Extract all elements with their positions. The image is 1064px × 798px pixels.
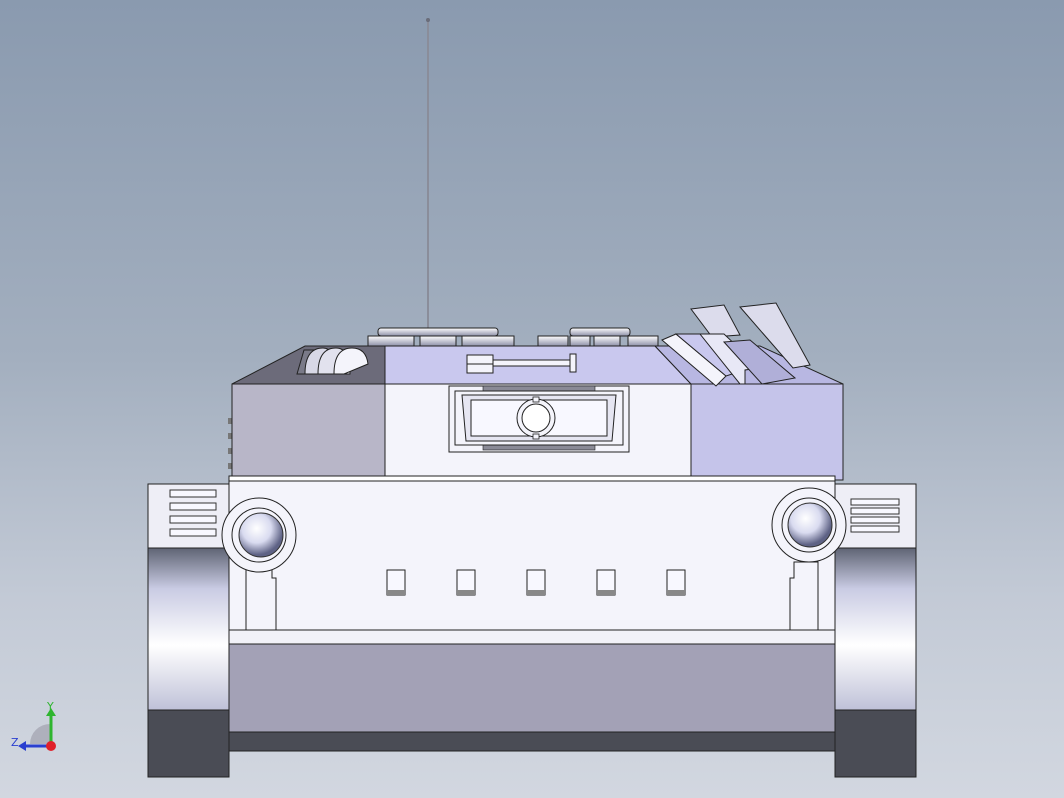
z-axis-label: Z <box>11 736 19 749</box>
y-axis-label: Y <box>46 700 54 713</box>
periscope <box>296 347 369 375</box>
driver-visor <box>448 385 630 453</box>
front-plate <box>228 479 836 631</box>
right-fender <box>834 483 917 549</box>
antenna <box>426 18 430 330</box>
lower-hull <box>228 629 836 752</box>
deck-plates <box>661 302 811 387</box>
left-headlight <box>221 497 297 573</box>
axis-triad: Y Z <box>11 700 56 751</box>
right-headlight <box>771 487 847 563</box>
left-track <box>147 547 230 778</box>
triad-base <box>30 724 50 744</box>
y-axis-head <box>46 708 56 716</box>
roof-handle <box>466 353 577 374</box>
left-fender <box>147 483 230 549</box>
x-axis-origin <box>46 741 56 751</box>
z-axis-head <box>18 741 26 751</box>
right-track <box>834 547 917 778</box>
roof-hatches <box>367 327 659 347</box>
front-slots <box>386 569 686 596</box>
